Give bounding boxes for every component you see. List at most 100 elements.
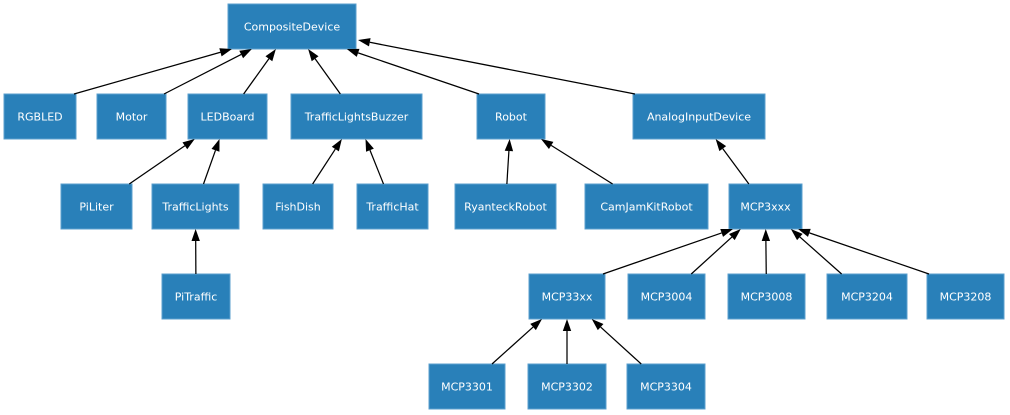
edge-line (799, 236, 843, 275)
class-node-robot[interactable]: Robot (476, 93, 546, 140)
class-node-box-ledboard[interactable] (187, 93, 268, 140)
class-node-mcp3301[interactable]: MCP3301 (428, 363, 506, 410)
class-node-box-ryanteckrobot[interactable] (454, 183, 557, 230)
class-node-ledboard[interactable]: LEDBoard (187, 93, 268, 140)
class-node-mcp3008[interactable]: MCP3008 (727, 273, 806, 320)
class-node-box-rgbled[interactable] (3, 93, 77, 140)
inheritance-edge-trafficlightsbuzzer-to-compositedevice (308, 49, 341, 95)
inheritance-edge-mcp3302-to-mcp33xx (562, 319, 572, 364)
class-node-label-mcp3302: MCP3302 (541, 381, 593, 394)
edge-line (202, 150, 217, 185)
edge-line (690, 236, 733, 275)
edge-line (357, 52, 480, 95)
edge-arrowhead-icon (211, 139, 220, 152)
class-node-mcp33xx[interactable]: MCP33xx (528, 273, 606, 320)
edge-arrowhead-icon (790, 229, 803, 241)
class-node-label-mcp3208: MCP3208 (940, 291, 992, 304)
class-node-label-mcp3xxx: MCP3xxx (740, 201, 791, 214)
class-node-compositedevice[interactable]: CompositeDevice (227, 3, 357, 50)
class-node-label-ryanteckrobot: RyanteckRobot (464, 201, 547, 214)
edge-line (602, 232, 722, 275)
class-node-box-fishdish[interactable] (262, 183, 334, 230)
class-node-box-trafficlights[interactable] (151, 183, 240, 230)
class-node-label-mcp3204: MCP3204 (841, 291, 893, 304)
edge-arrowhead-icon (308, 49, 319, 62)
edge-line (128, 145, 186, 185)
edge-line (809, 232, 930, 275)
class-node-ryanteckrobot[interactable]: RyanteckRobot (454, 183, 557, 230)
class-node-fishdish[interactable]: FishDish (262, 183, 334, 230)
class-node-label-rgbled: RGBLED (17, 111, 62, 124)
class-node-mcp3302[interactable]: MCP3302 (527, 363, 607, 410)
edge-arrowhead-icon (729, 229, 741, 241)
edge-arrowhead-icon (191, 229, 200, 242)
class-node-mcp3304[interactable]: MCP3304 (626, 363, 706, 410)
class-node-box-robot[interactable] (476, 93, 546, 140)
inheritance-edge-rgbled-to-compositedevice (73, 48, 232, 95)
class-node-mcp3004[interactable]: MCP3004 (627, 273, 706, 320)
edge-line (550, 144, 613, 185)
class-node-label-traffichat: TrafficHat (365, 201, 419, 214)
inheritance-edge-mcp3008-to-mcp3xxx (761, 229, 771, 275)
inheritance-edge-mcp3208-to-mcp3xxx (798, 228, 930, 275)
class-node-label-robot: Robot (495, 111, 528, 124)
class-node-box-mcp3208[interactable] (926, 273, 1005, 320)
edge-arrowhead-icon (541, 139, 554, 149)
class-node-box-mcp3004[interactable] (627, 273, 706, 320)
class-node-box-mcp3304[interactable] (626, 363, 706, 410)
class-node-mcp3204[interactable]: MCP3204 (826, 273, 908, 320)
edge-arrowhead-icon (365, 139, 374, 152)
edge-line (314, 58, 341, 95)
class-node-box-mcp33xx[interactable] (528, 273, 606, 320)
class-node-box-trafficlightsbuzzer[interactable] (290, 93, 423, 140)
edge-arrowhead-icon (346, 48, 360, 57)
class-node-box-piliter[interactable] (60, 183, 133, 230)
class-node-box-camjamkitrobot[interactable] (584, 183, 709, 230)
edge-arrowhead-icon (761, 229, 771, 242)
class-node-trafficlights[interactable]: TrafficLights (151, 183, 240, 230)
class-node-box-motor[interactable] (96, 93, 167, 140)
class-node-box-pitraffic[interactable] (161, 273, 231, 320)
inheritance-edge-trafficlights-to-ledboard (202, 139, 220, 185)
class-node-mcp3xxx[interactable]: MCP3xxx (728, 183, 803, 230)
class-node-analoginputdevice[interactable]: AnalogInputDevice (632, 93, 766, 140)
class-node-pitraffic[interactable]: PiTraffic (161, 273, 231, 320)
edge-arrowhead-icon (358, 38, 371, 47)
class-node-camjamkitrobot[interactable]: CamJamKitRobot (584, 183, 709, 230)
class-node-box-mcp3xxx[interactable] (728, 183, 803, 230)
inheritance-edge-mcp33xx-to-mcp3xxx (602, 228, 733, 275)
class-node-box-traffichat[interactable] (356, 183, 429, 230)
class-node-box-analoginputdevice[interactable] (632, 93, 766, 140)
class-node-label-camjamkitrobot: CamJamKitRobot (600, 201, 693, 214)
class-node-label-mcp3008: MCP3008 (741, 291, 793, 304)
class-node-label-fishdish: FishDish (275, 201, 321, 214)
edge-arrowhead-icon (720, 228, 733, 237)
edge-arrowhead-icon (530, 319, 542, 331)
class-node-box-mcp3204[interactable] (826, 273, 908, 320)
inheritance-edge-mcp3301-to-mcp33xx (491, 319, 542, 365)
class-node-traffichat[interactable]: TrafficHat (356, 183, 429, 230)
class-node-label-mcp3301: MCP3301 (441, 381, 493, 394)
class-node-rgbled[interactable]: RGBLED (3, 93, 77, 140)
class-node-box-mcp3301[interactable] (428, 363, 506, 410)
class-node-box-compositedevice[interactable] (227, 3, 357, 50)
inheritance-edge-mcp3xxx-to-analoginputdevice (715, 139, 750, 185)
edge-arrowhead-icon (239, 49, 252, 59)
class-node-label-trafficlightsbuzzer: TrafficLightsBuzzer (304, 111, 409, 124)
inheritance-edge-traffichat-to-trafficlightsbuzzer (365, 139, 385, 185)
class-node-motor[interactable]: Motor (96, 93, 167, 140)
edge-line (73, 51, 221, 95)
edge-line (369, 149, 385, 185)
edge-arrowhead-icon (504, 139, 514, 152)
class-node-mcp3208[interactable]: MCP3208 (926, 273, 1005, 320)
inheritance-edge-mcp3004-to-mcp3xxx (690, 229, 741, 275)
edge-arrowhead-icon (798, 228, 811, 237)
class-node-trafficlightsbuzzer[interactable]: TrafficLightsBuzzer (290, 93, 423, 140)
edge-line (722, 148, 750, 185)
class-node-box-mcp3008[interactable] (727, 273, 806, 320)
inheritance-edge-motor-to-compositedevice (163, 49, 252, 95)
edge-arrowhead-icon (219, 48, 232, 57)
class-node-piliter[interactable]: PiLiter (60, 183, 133, 230)
inheritance-edge-pitraffic-to-trafficlights (191, 229, 200, 275)
